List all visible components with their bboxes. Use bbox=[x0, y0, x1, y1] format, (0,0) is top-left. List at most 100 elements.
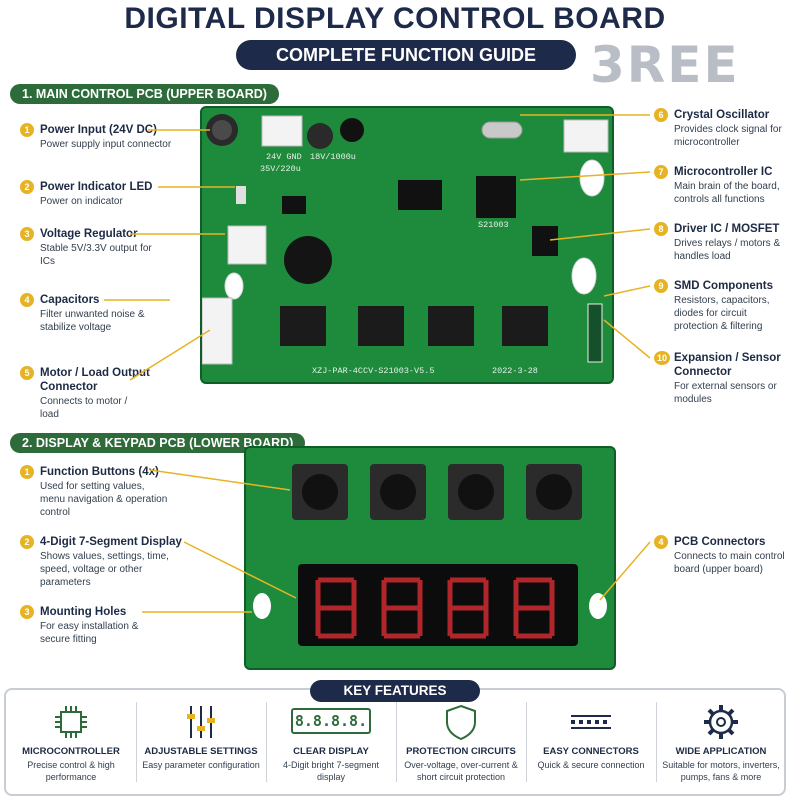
brand-logo: 3REE bbox=[590, 36, 740, 94]
feature-title: MICROCONTROLLER bbox=[22, 746, 120, 757]
callout-badge: 4 bbox=[20, 293, 34, 307]
feature-title: EASY CONNECTORS bbox=[543, 746, 639, 757]
connector-icon bbox=[571, 715, 611, 729]
main-pcb-drawing bbox=[202, 114, 609, 365]
function-button bbox=[370, 464, 426, 520]
callout-desc: Power on indicator bbox=[40, 196, 123, 207]
callout-badge: 3 bbox=[20, 605, 34, 619]
callout-badge: 4 bbox=[654, 535, 668, 549]
callout-desc: Power supply input connector bbox=[40, 139, 172, 150]
callout-desc: Resistors, capacitors, diodes for circui… bbox=[674, 295, 770, 332]
callout-desc: Stable 5V/3.3V output for ICs bbox=[40, 243, 152, 267]
callout-title: Mounting Holes bbox=[40, 606, 127, 618]
chip-icon bbox=[55, 706, 87, 738]
callout-title: Capacitors bbox=[40, 294, 100, 306]
pcb-cap-rating-text: 35V/220u bbox=[260, 164, 301, 174]
callout-title: 4-Digit 7-Segment Display bbox=[40, 536, 182, 548]
feature-protection-circuits: PROTECTION CIRCUITS Over-voltage, over-c… bbox=[396, 690, 526, 794]
callout-desc: For external sensors or modules bbox=[674, 381, 777, 405]
display-keypad-pcb bbox=[244, 446, 616, 670]
feature-desc: Precise control & high performance bbox=[27, 760, 115, 782]
feature-desc: Suitable for motors, inverters, pumps, f… bbox=[662, 760, 780, 782]
callout-title: SMD Components bbox=[674, 280, 774, 292]
section-main-pcb-label: 1. MAIN CONTROL PCB (UPPER BOARD) bbox=[10, 84, 279, 104]
callout-title: Voltage Regulator bbox=[40, 228, 138, 240]
feature-divider bbox=[136, 702, 137, 782]
display-icon: 8.8.8.8. bbox=[291, 708, 371, 734]
feature-desc: Easy parameter configuration bbox=[142, 760, 260, 770]
callout-badge: 1 bbox=[20, 465, 34, 479]
callout-desc: Used for setting values, menu navigation… bbox=[40, 481, 168, 518]
callout-mounting-holes: 3 Mounting Holes For easy installation &… bbox=[20, 605, 190, 646]
callout-desc: Filter unwanted noise & stabilize voltag… bbox=[40, 309, 145, 333]
callout-badge: 7 bbox=[654, 165, 668, 179]
pcb-ic-text: S21003 bbox=[478, 220, 509, 230]
feature-title: PROTECTION CIRCUITS bbox=[406, 746, 516, 757]
callout-expansion-connector: 10 Expansion / Sensor Connector For exte… bbox=[654, 351, 788, 406]
page-title: DIGITAL DISPLAY CONTROL BOARD bbox=[124, 2, 666, 35]
callout-title: Microcontroller IC bbox=[674, 166, 773, 178]
subtitle-banner: COMPLETE FUNCTION GUIDE bbox=[236, 40, 576, 70]
callout-driver-ic: 8 Driver IC / MOSFET Drives relays / mot… bbox=[654, 222, 788, 263]
function-button bbox=[292, 464, 348, 520]
function-button bbox=[526, 464, 582, 520]
feature-title: ADJUSTABLE SETTINGS bbox=[144, 746, 258, 757]
callout-desc: Drives relays / motors & handles load bbox=[674, 238, 781, 262]
feature-desc: 4-Digit bright 7-segment display bbox=[282, 760, 380, 782]
callout-title: PCB Connectors bbox=[674, 536, 766, 548]
feature-title: WIDE APPLICATION bbox=[675, 746, 767, 757]
callout-desc: Main brain of the board, controls all fu… bbox=[674, 181, 780, 205]
callout-title: Power Indicator LED bbox=[40, 181, 153, 193]
callout-function-buttons: 1 Function Buttons (4x) Used for setting… bbox=[20, 465, 190, 519]
feature-wide-application: WIDE APPLICATION Suitable for motors, in… bbox=[656, 690, 786, 794]
sliders-icon bbox=[187, 706, 215, 738]
pcb-date-text: 2022-3-28 bbox=[492, 366, 538, 376]
main-control-pcb: XZJ-PAR-4CCV-S21003-V5.5 2022-3-28 24V G… bbox=[200, 106, 614, 384]
pcb-rating-text: 24V GND bbox=[266, 152, 302, 162]
callout-pcb-connectors: 4 PCB Connectors Connects to main contro… bbox=[654, 535, 788, 576]
callout-badge: 10 bbox=[654, 351, 670, 365]
feature-divider bbox=[396, 702, 397, 782]
callout-desc: Connects to main control board (upper bo… bbox=[674, 551, 785, 575]
callout-power-input: 1 Power Input (24V DC) Power supply inpu… bbox=[20, 123, 190, 151]
callout-badge: 1 bbox=[20, 123, 34, 137]
callout-output-connector: 5 Motor / Load Output Connector Connects… bbox=[20, 366, 190, 421]
feature-divider bbox=[266, 702, 267, 782]
feature-microcontroller: MICROCONTROLLER Precise control & high p… bbox=[6, 690, 136, 794]
callout-badge: 6 bbox=[654, 108, 668, 122]
callout-badge: 3 bbox=[20, 227, 34, 241]
feature-desc: Quick & secure connection bbox=[537, 760, 645, 770]
function-button bbox=[448, 464, 504, 520]
callout-badge: 5 bbox=[20, 366, 34, 380]
key-features-panel: MICROCONTROLLER Precise control & high p… bbox=[4, 688, 786, 796]
callout-desc: Connects to motor / load bbox=[40, 396, 128, 420]
callout-crystal-oscillator: 6 Crystal Oscillator Provides clock sign… bbox=[654, 108, 788, 149]
shield-icon bbox=[446, 704, 476, 741]
display-pcb-drawing bbox=[253, 464, 607, 646]
seven-segment-digits bbox=[315, 577, 555, 639]
key-features-label: KEY FEATURES bbox=[310, 680, 480, 702]
callout-title: Power Input (24V DC) bbox=[40, 124, 157, 136]
callout-title: Driver IC / MOSFET bbox=[674, 223, 780, 235]
callout-desc: Shows values, settings, time, speed, vol… bbox=[40, 551, 169, 588]
callout-title: Expansion / Sensor Connector bbox=[674, 352, 781, 378]
callout-seven-segment-display: 2 4-Digit 7-Segment Display Shows values… bbox=[20, 535, 190, 589]
callout-title: Motor / Load Output Connector bbox=[40, 367, 150, 393]
callout-title: Function Buttons (4x) bbox=[40, 466, 159, 478]
callout-power-led: 2 Power Indicator LED Power on indicator bbox=[20, 180, 190, 208]
pcb-cap2-rating-text: 18V/1000u bbox=[310, 152, 356, 162]
feature-divider bbox=[656, 702, 657, 782]
gear-icon bbox=[704, 705, 738, 739]
feature-title: CLEAR DISPLAY bbox=[293, 746, 369, 757]
callout-badge: 9 bbox=[654, 279, 668, 293]
callout-desc: For easy installation & secure fitting bbox=[40, 621, 139, 645]
callout-capacitors: 4 Capacitors Filter unwanted noise & sta… bbox=[20, 293, 190, 334]
callout-microcontroller: 7 Microcontroller IC Main brain of the b… bbox=[654, 165, 788, 206]
feature-adjustable-settings: ADJUSTABLE SETTINGS Easy parameter confi… bbox=[136, 690, 266, 794]
callout-badge: 8 bbox=[654, 222, 668, 236]
callout-voltage-regulator: 3 Voltage Regulator Stable 5V/3.3V outpu… bbox=[20, 227, 190, 268]
callout-title: Crystal Oscillator bbox=[674, 109, 770, 121]
feature-desc: Over-voltage, over-current & short circu… bbox=[404, 760, 518, 782]
callout-smd-components: 9 SMD Components Resistors, capacitors, … bbox=[654, 279, 788, 333]
